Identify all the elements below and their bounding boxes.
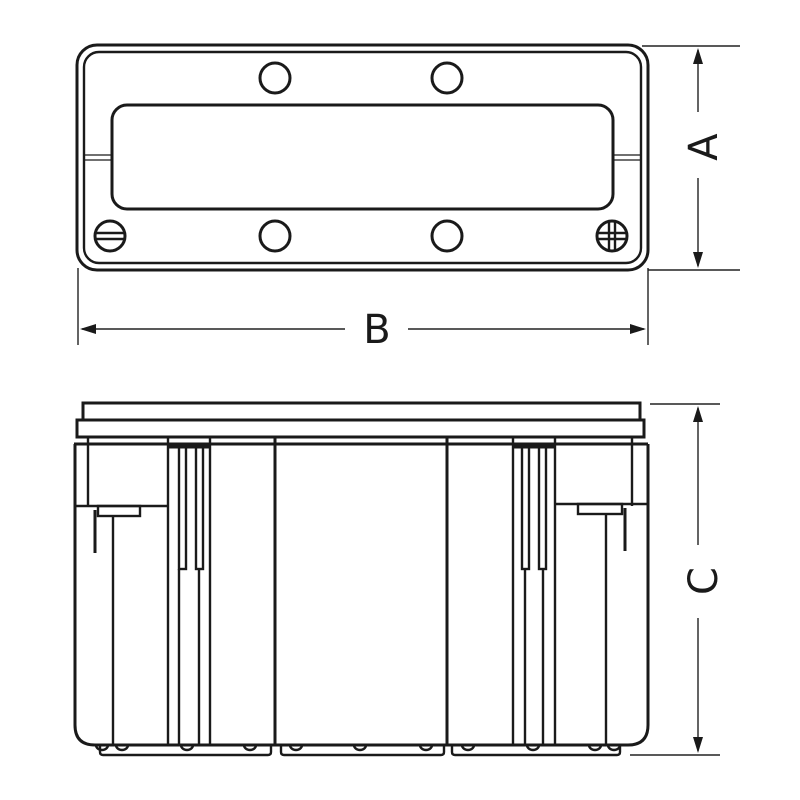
dimension-c: C xyxy=(630,403,727,756)
side-view xyxy=(73,401,650,757)
lid-base xyxy=(75,418,646,439)
arrow-left-icon xyxy=(80,324,96,334)
dimension-a: A xyxy=(642,45,740,271)
top-outer-frame xyxy=(75,43,650,272)
body-outline xyxy=(73,444,650,747)
dimension-label-c: C xyxy=(681,567,727,595)
arrow-right-icon xyxy=(630,324,646,334)
arrow-down-icon xyxy=(693,252,703,268)
arrow-down-icon xyxy=(693,737,703,753)
hole-icon xyxy=(258,61,292,95)
dimension-label-a: A xyxy=(681,133,727,161)
foot-rail xyxy=(279,745,446,757)
arrow-up-icon xyxy=(693,48,703,64)
phillips-screw-icon xyxy=(595,219,629,253)
top-view xyxy=(75,43,650,272)
arrow-up-icon xyxy=(693,406,703,422)
hole-icon xyxy=(430,219,464,253)
dimension-b: B xyxy=(77,268,649,353)
foot-nubs xyxy=(94,744,622,752)
lid-top xyxy=(81,401,642,422)
foot-rail xyxy=(450,745,622,757)
foot-rail xyxy=(98,745,273,757)
dimension-label-b: B xyxy=(363,307,390,353)
top-inner-frame xyxy=(82,50,643,265)
top-window xyxy=(110,103,615,211)
hole-icon xyxy=(258,219,292,253)
hole-icon xyxy=(430,61,464,95)
slotted-screw-icon xyxy=(93,219,127,253)
